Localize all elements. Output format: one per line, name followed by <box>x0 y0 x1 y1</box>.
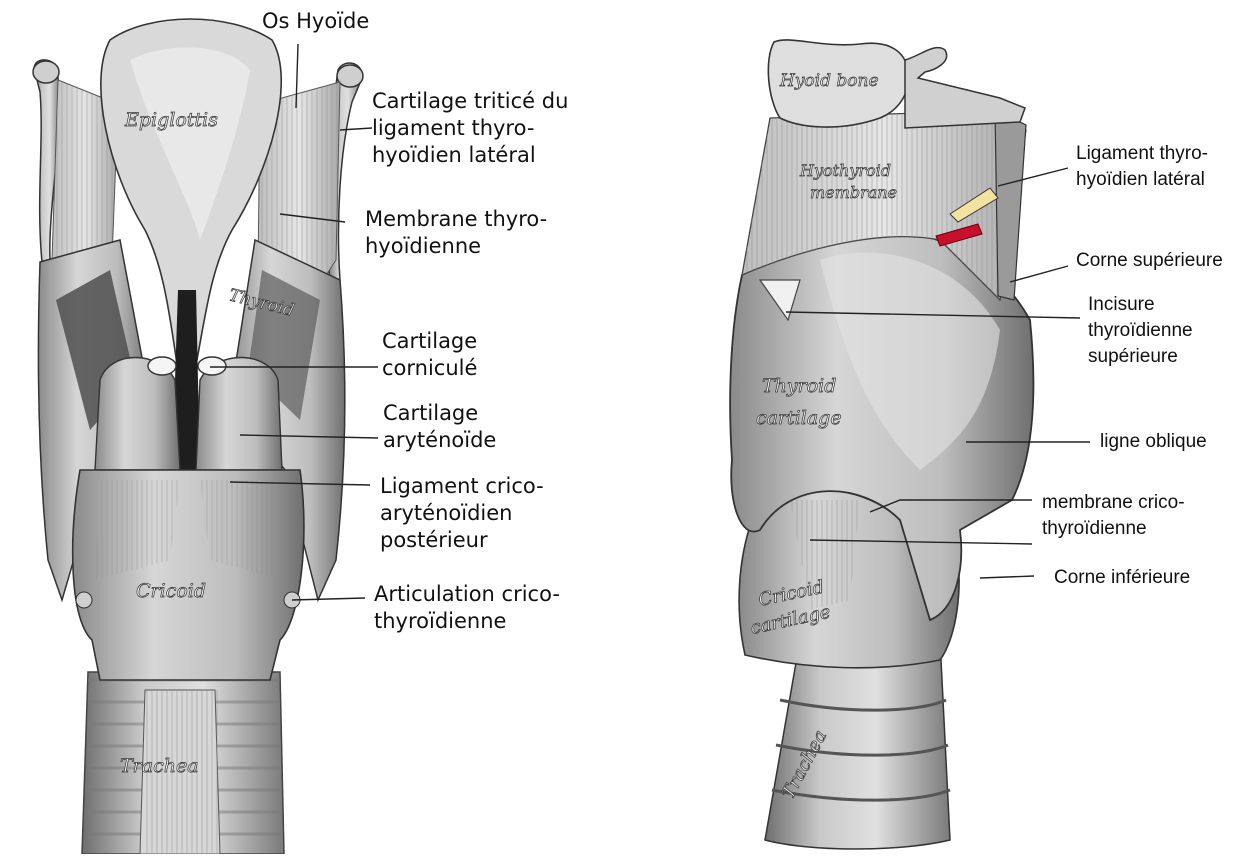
label-articulation-crico-thyroidienne: Articulation crico- thyroïdienne <box>374 581 560 635</box>
engraved-cricoid: Cricoid <box>136 580 206 602</box>
leader-corne-inferieure <box>980 576 1034 578</box>
lateral-larynx-drawing: Hyoid bone Hyothyroid membrane Thyroid c… <box>730 40 1033 849</box>
leader-corne-superieure <box>1010 266 1068 282</box>
label-ligament-crico-arytenoidien: Ligament crico- aryténoïdien postérieur <box>380 473 544 554</box>
label-cartilage-cornicule: Cartilage corniculé <box>382 328 477 382</box>
label-ligament-thyro-hyoidien-lateral: Ligament thyro- hyoïdien latéral <box>1076 141 1208 193</box>
engraved-epiglottis: Epiglottis <box>124 109 218 131</box>
label-corne-superieure: Corne supérieure <box>1076 248 1223 274</box>
label-cartilage-arytenoide: Cartilage aryténoïde <box>383 400 496 454</box>
label-corne-inferieure: Corne inférieure <box>1054 565 1190 591</box>
engraved-hyothyroid-2: membrane <box>810 183 897 202</box>
engraved-hyoid-bone: Hyoid bone <box>779 71 879 91</box>
label-incisure-thyroidienne-superieure: Incisure thyroïdienne supérieure <box>1088 292 1193 370</box>
left-cricoid <box>73 470 304 680</box>
engraved-hyothyroid-1: Hyothyroid <box>799 161 891 180</box>
engraved-thyroid-1: Thyroid <box>762 375 836 397</box>
label-membrane-thyro-hyoidienne: Membrane thyro- hyoïdienne <box>365 206 547 260</box>
engraved-thyroid-2: cartilage <box>756 407 842 429</box>
leader-articulation-crico-thyroidienne <box>292 598 365 600</box>
label-cartilage-triticé: Cartilage triticé du ligament thyro- hyo… <box>372 88 568 169</box>
engraved-trachea: Trachea <box>120 755 199 777</box>
label-ligne-oblique: ligne oblique <box>1100 429 1207 455</box>
label-membrane-crico-thyroidienne: membrane crico- thyroïdienne <box>1042 490 1185 542</box>
label-os-hyoide: Os Hyoïde <box>262 8 369 35</box>
right-trachea <box>765 640 950 849</box>
